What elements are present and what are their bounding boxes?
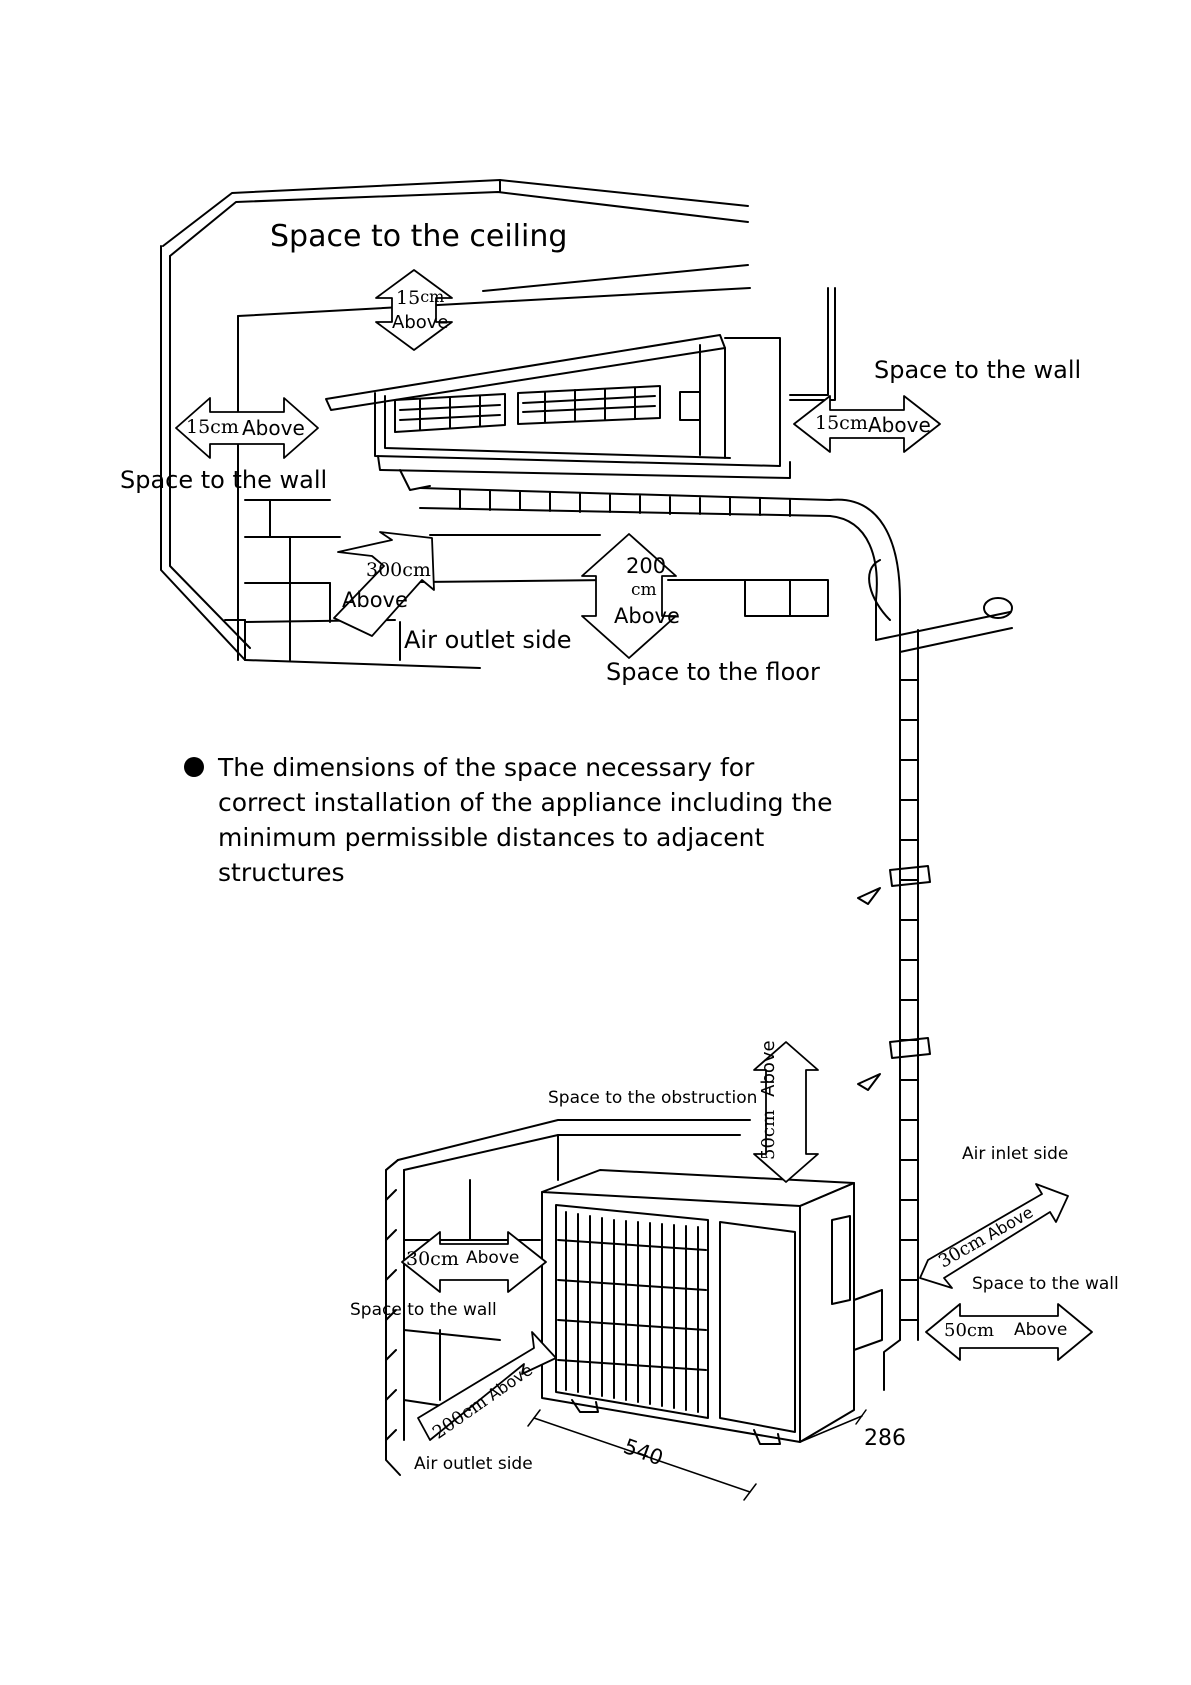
ceiling-number: 15 [396, 287, 421, 309]
floor-title: Space to the floor [606, 658, 820, 686]
note-bullet-icon [184, 757, 204, 777]
depth-dimension: 286 [864, 1426, 906, 1451]
floor-above: Above [614, 604, 680, 628]
obstruction-above: Above [758, 1040, 779, 1097]
wall-right-above: Above [868, 413, 931, 437]
note-body: The dimensions of the space necessary fo… [218, 753, 833, 887]
outdoor-wall-left-value: 30cm [406, 1248, 459, 1270]
wall-right-value: 15cm [815, 412, 868, 434]
outdoor-wall-right-above: Above [1014, 1320, 1068, 1340]
outdoor-unit [541, 1169, 883, 1445]
room-outline [160, 179, 836, 669]
obstruction-label: 50cm Above [758, 1040, 779, 1160]
obstruction-value: 50cm [758, 1109, 779, 1160]
ceiling-title: Space to the ceiling [270, 219, 568, 254]
outlet-value: 300cm [366, 559, 431, 581]
ceiling-unit: cm [420, 287, 445, 306]
outdoor-wall-right-title: Space to the wall [972, 1274, 1119, 1294]
indoor-unit [325, 334, 791, 491]
note-text: The dimensions of the space necessary fo… [186, 750, 846, 890]
outlet-above: Above [342, 588, 408, 612]
floor-value: 200 [626, 554, 667, 578]
outlet-title: Air outlet side [404, 626, 572, 654]
wall-left-title: Space to the wall [120, 466, 328, 494]
wall-left-above: Above [242, 416, 305, 440]
wall-left-value: 15cm [186, 416, 239, 438]
inlet-title: Air inlet side [962, 1144, 1069, 1164]
dimension-lines [527, 1409, 867, 1501]
pipe-run [419, 487, 1013, 1391]
outdoor-outlet-title: Air outlet side [414, 1454, 533, 1474]
clearance-arrows [175, 269, 1093, 1441]
ceiling-above: Above [392, 312, 449, 333]
wall-right-title: Space to the wall [874, 356, 1082, 384]
outdoor-wall-left-title: Space to the wall [350, 1300, 497, 1320]
obstruction-title: Space to the obstruction [548, 1088, 758, 1108]
ceiling-value: 15cm [396, 289, 444, 308]
outdoor-wall [385, 1119, 751, 1476]
floor-unit: cm [631, 580, 657, 600]
outdoor-wall-right-value: 50cm [944, 1320, 995, 1341]
outdoor-wall-left-above: Above [466, 1248, 520, 1268]
